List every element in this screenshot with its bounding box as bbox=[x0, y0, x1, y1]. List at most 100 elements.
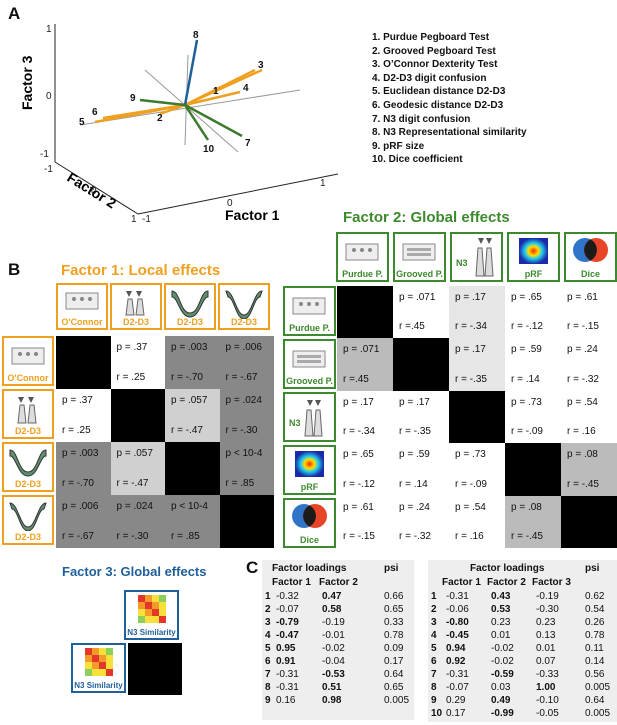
r-value: r = -.47 bbox=[116, 478, 149, 489]
f1-col-label: O'Connor bbox=[61, 317, 103, 327]
vector-10 bbox=[183, 104, 210, 141]
loading-value: -0.02 bbox=[491, 643, 514, 654]
f1-row-label: D2-D3 bbox=[14, 426, 41, 436]
f2-row-label: pRF bbox=[300, 482, 319, 492]
psi-value: 0.62 bbox=[585, 591, 605, 602]
f2-col-header-purdue: Purdue P. bbox=[336, 232, 389, 282]
similarity-matrix-icon bbox=[85, 648, 113, 676]
psi-value: 0.56 bbox=[585, 669, 605, 680]
r-value: r = .85 bbox=[171, 531, 200, 542]
loading-value: -0.19 bbox=[322, 617, 345, 628]
matrix-cell bbox=[337, 286, 393, 339]
f1-row-header-d2d3-c: D2-D3 bbox=[2, 495, 54, 545]
r-value: r =.45 bbox=[399, 321, 425, 333]
psi-value: 0.78 bbox=[384, 630, 404, 641]
f2-col-label: N3 bbox=[456, 258, 468, 268]
point-label-4: 4 bbox=[243, 83, 249, 94]
loading-value: 0.95 bbox=[276, 643, 296, 654]
loading-value: -0.45 bbox=[446, 630, 469, 641]
loading-value: 0.92 bbox=[446, 656, 466, 667]
psi-value: 0.64 bbox=[384, 669, 404, 680]
factor1-title: Factor 1: Local effects bbox=[61, 262, 221, 279]
loading-value: -0.19 bbox=[536, 591, 559, 602]
psi-value: 0.54 bbox=[585, 604, 605, 615]
f3-col-header-n3-similarity: N3 Similarity bbox=[124, 590, 179, 640]
f2-row-header-dice: Dice bbox=[283, 498, 336, 548]
p-value: p = .59 bbox=[511, 344, 542, 356]
loading-value: -0.04 bbox=[322, 656, 345, 667]
p-value: p = .59 bbox=[399, 449, 430, 461]
p-value: p = .08 bbox=[511, 501, 542, 513]
f2-col-header-grooved: Grooved P. bbox=[393, 232, 446, 282]
loading-value: 0.29 bbox=[446, 695, 466, 706]
point-label-9: 9 bbox=[130, 93, 136, 104]
r-value: r = -.30 bbox=[225, 425, 258, 436]
vector-3 bbox=[184, 68, 263, 107]
p-value: p = .73 bbox=[455, 449, 486, 461]
p-value: p = .24 bbox=[399, 501, 430, 513]
row-index: 2 bbox=[265, 604, 271, 615]
loading-value: -0.99 bbox=[491, 708, 514, 719]
col-header-factor1: Factor 1 bbox=[442, 577, 481, 588]
p-value: p = .54 bbox=[455, 501, 486, 513]
f1-row-header-d2d3-a: D2-D3 bbox=[2, 389, 54, 439]
loading-value: -0.02 bbox=[491, 656, 514, 667]
loading-value: -0.31 bbox=[276, 669, 299, 680]
y-tick-left: -1 bbox=[44, 164, 53, 175]
p-value: p = .17 bbox=[343, 396, 374, 408]
col-header-factor2: Factor 2 bbox=[487, 577, 526, 588]
loading-value: -0.30 bbox=[536, 604, 559, 615]
y-axis-line bbox=[54, 161, 139, 215]
f2-row-header-prf: pRF bbox=[283, 445, 336, 495]
r-value: r = -.15 bbox=[343, 530, 375, 542]
row-index: 3 bbox=[265, 617, 271, 628]
loading-value: 0.47 bbox=[322, 591, 342, 602]
psi-header: psi bbox=[384, 563, 399, 574]
loading-value: -0.01 bbox=[322, 630, 345, 641]
variable-legend: 1. Purdue Pegboard Test 2. Grooved Pegbo… bbox=[372, 31, 527, 167]
loading-value: 0.17 bbox=[446, 708, 466, 719]
f1-col-label: D2-D3 bbox=[122, 317, 149, 327]
r-value: r = -.34 bbox=[343, 426, 375, 438]
f2-col-label: Grooved P. bbox=[396, 269, 443, 279]
panel-label-c: C bbox=[246, 558, 259, 577]
r-value: r = -.67 bbox=[225, 372, 258, 383]
r-value: r = .25 bbox=[62, 425, 91, 436]
f1-col-header-d2d3-c: D2-D3 bbox=[218, 283, 270, 330]
row-index: 5 bbox=[265, 643, 271, 654]
f1-col-label: D2-D3 bbox=[230, 317, 257, 327]
matrix-cell bbox=[110, 389, 165, 442]
loading-value: -0.06 bbox=[446, 604, 469, 615]
z-tick-bot: -1 bbox=[40, 149, 49, 160]
table-title: Factor loadings bbox=[470, 563, 545, 574]
loading-value: 0.03 bbox=[491, 682, 511, 693]
psi-value: 0.33 bbox=[384, 617, 404, 628]
loadings-table-2-factor: Factor loadings psi Factor 1 Factor 2 1-… bbox=[262, 560, 414, 720]
y-tick-mid: 0 bbox=[91, 186, 97, 197]
loading-value: -0.31 bbox=[276, 682, 299, 693]
x-tick-left: -1 bbox=[142, 214, 151, 225]
row-index: 8 bbox=[265, 682, 271, 693]
loading-value: -0.33 bbox=[536, 669, 559, 680]
psi-value: 0.09 bbox=[384, 643, 404, 654]
panel-label-b: B bbox=[8, 260, 21, 279]
legend-item: 6. Geodesic distance D2-D3 bbox=[372, 99, 504, 111]
psi-value: 0.65 bbox=[384, 604, 404, 615]
legend-item: 8. N3 Representational similarity bbox=[372, 127, 527, 139]
p-value: p = .057 bbox=[171, 395, 208, 406]
p-value: p < 10-4 bbox=[225, 448, 263, 459]
matrix-cell bbox=[561, 495, 617, 548]
f2-col-header-prf: pRF bbox=[507, 232, 560, 282]
